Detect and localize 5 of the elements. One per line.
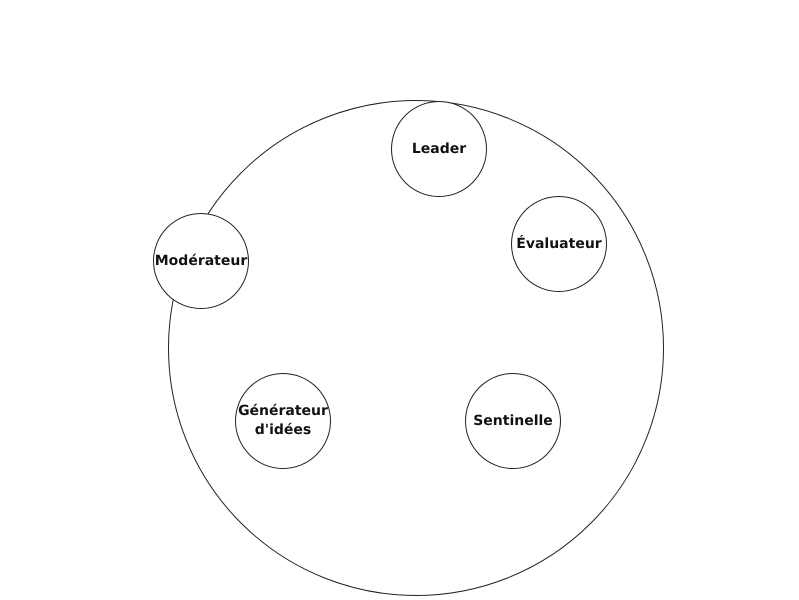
role-circle: Générateur d'idées bbox=[235, 373, 331, 469]
role-circle: Modérateur bbox=[153, 213, 249, 309]
role-circle: Évaluateur bbox=[511, 196, 607, 292]
role-circle: Sentinelle bbox=[465, 373, 561, 469]
role-circle: Leader bbox=[391, 101, 487, 197]
